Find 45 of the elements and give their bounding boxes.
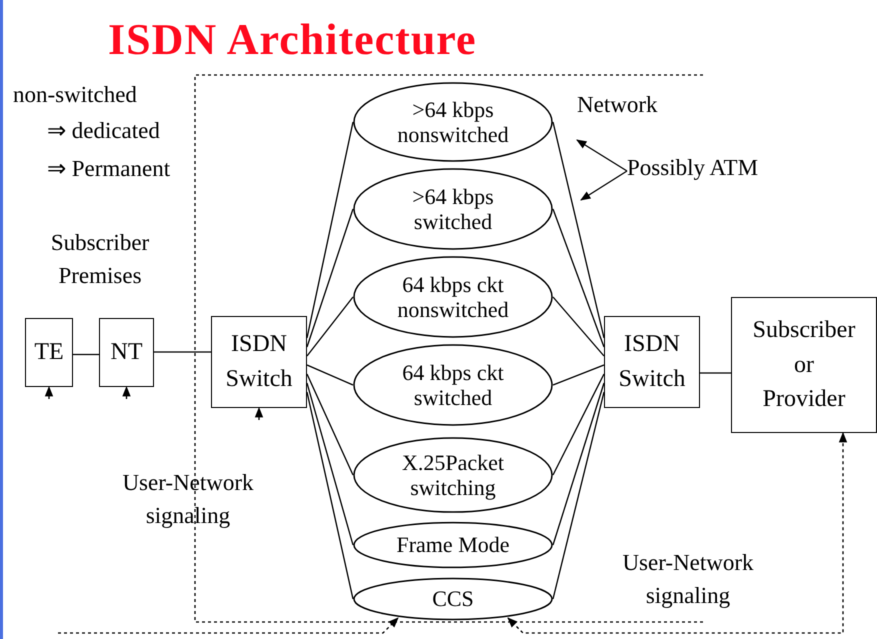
connector-line <box>552 392 605 600</box>
connector-line <box>552 382 605 546</box>
service-ellipse: 64 kbps ckt switched <box>353 344 553 426</box>
node-box: ISDN Switch <box>211 316 307 408</box>
connector-line <box>552 208 605 348</box>
text-label: ⇒ dedicated <box>47 117 160 145</box>
service-ellipse: CCS <box>353 578 553 620</box>
text-label: ⇒ Permanent <box>47 155 170 183</box>
node-box: NT <box>99 318 154 387</box>
signaling-line <box>507 432 848 634</box>
node-box: Subscriber or Provider <box>731 297 877 433</box>
connector-line <box>306 296 354 356</box>
connector-line <box>552 364 604 386</box>
connector-line <box>576 139 628 172</box>
signaling-line <box>58 617 399 634</box>
text-label: non-switched <box>13 81 137 109</box>
connector-line <box>306 392 354 600</box>
connector-line <box>700 372 731 374</box>
service-ellipse: >64 kbps switched <box>353 168 553 250</box>
text-label: User-Network signaling <box>621 549 755 610</box>
connector-line <box>552 122 605 338</box>
service-ellipse: X.25Packet switching <box>353 437 553 513</box>
text-label: Subscriber Premises <box>50 229 150 290</box>
title: ISDN Architecture <box>108 14 477 65</box>
connector-line <box>306 374 354 476</box>
connector-line <box>154 351 211 353</box>
node-box: ISDN Switch <box>604 316 700 408</box>
signaling-line <box>122 386 131 399</box>
annotation-text: Possibly ATM <box>627 154 758 182</box>
connector-line <box>306 122 354 338</box>
connector-line <box>73 354 99 356</box>
node-box: TE <box>25 318 73 387</box>
text-label: Network <box>577 91 658 119</box>
connector-line <box>580 170 628 201</box>
connector-line <box>552 374 605 476</box>
service-ellipse: >64 kbps nonswitched <box>353 82 553 162</box>
connector-line <box>306 364 354 386</box>
service-ellipse: Frame Mode <box>353 522 553 568</box>
signaling-line <box>44 386 54 399</box>
text-label: User-Network signaling <box>121 469 255 530</box>
connector-line <box>552 296 604 356</box>
connector-line <box>306 382 354 546</box>
connector-line <box>306 208 354 348</box>
service-ellipse: 64 kbps ckt nonswitched <box>353 256 553 338</box>
signaling-line <box>254 406 264 420</box>
